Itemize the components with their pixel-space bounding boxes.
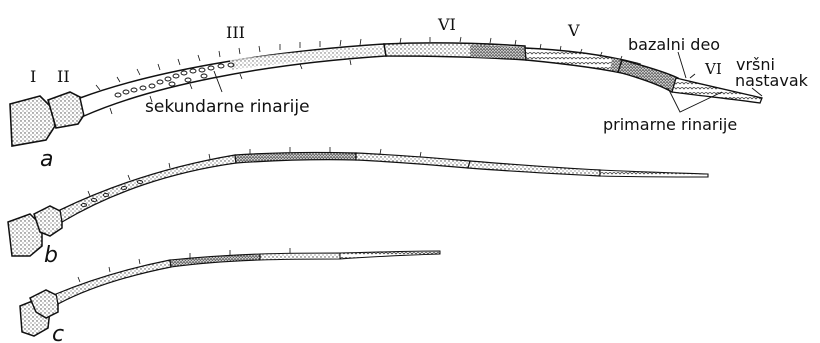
label-primary-rhinaria: primarne rinarije <box>603 115 737 134</box>
segment-3-b <box>60 155 236 222</box>
segment-6-terminal-b <box>600 170 708 177</box>
segment-4-b <box>235 152 356 163</box>
leader-basal-part <box>678 52 686 78</box>
segment-5-c <box>260 253 340 260</box>
segment-6-b <box>468 161 600 176</box>
label-segment-6-mid: VI <box>437 15 456 34</box>
label-secondary-rhinaria: sekundarne rinarije <box>145 97 310 117</box>
antenna-b <box>8 147 708 256</box>
label-segment-6-end: VI <box>704 60 722 78</box>
figure-letter-a: a <box>40 147 53 172</box>
label-terminal-line2: nastavak <box>735 71 809 90</box>
segment-5-b <box>356 153 470 168</box>
label-segment-3: III <box>226 23 245 42</box>
segment-6-c <box>340 251 440 259</box>
figure-letter-c: c <box>52 322 64 343</box>
segment-4-c <box>170 254 260 267</box>
label-segment-1: I <box>30 67 36 86</box>
segment-3-c <box>56 260 171 304</box>
figure-letter-b: b <box>44 243 58 268</box>
label-segment-5: V <box>567 21 580 40</box>
label-basal-part: bazalni deo <box>628 35 720 54</box>
label-segment-2: II <box>57 67 70 86</box>
antenna-c <box>20 248 440 336</box>
segment-6-basal-a <box>618 60 678 92</box>
